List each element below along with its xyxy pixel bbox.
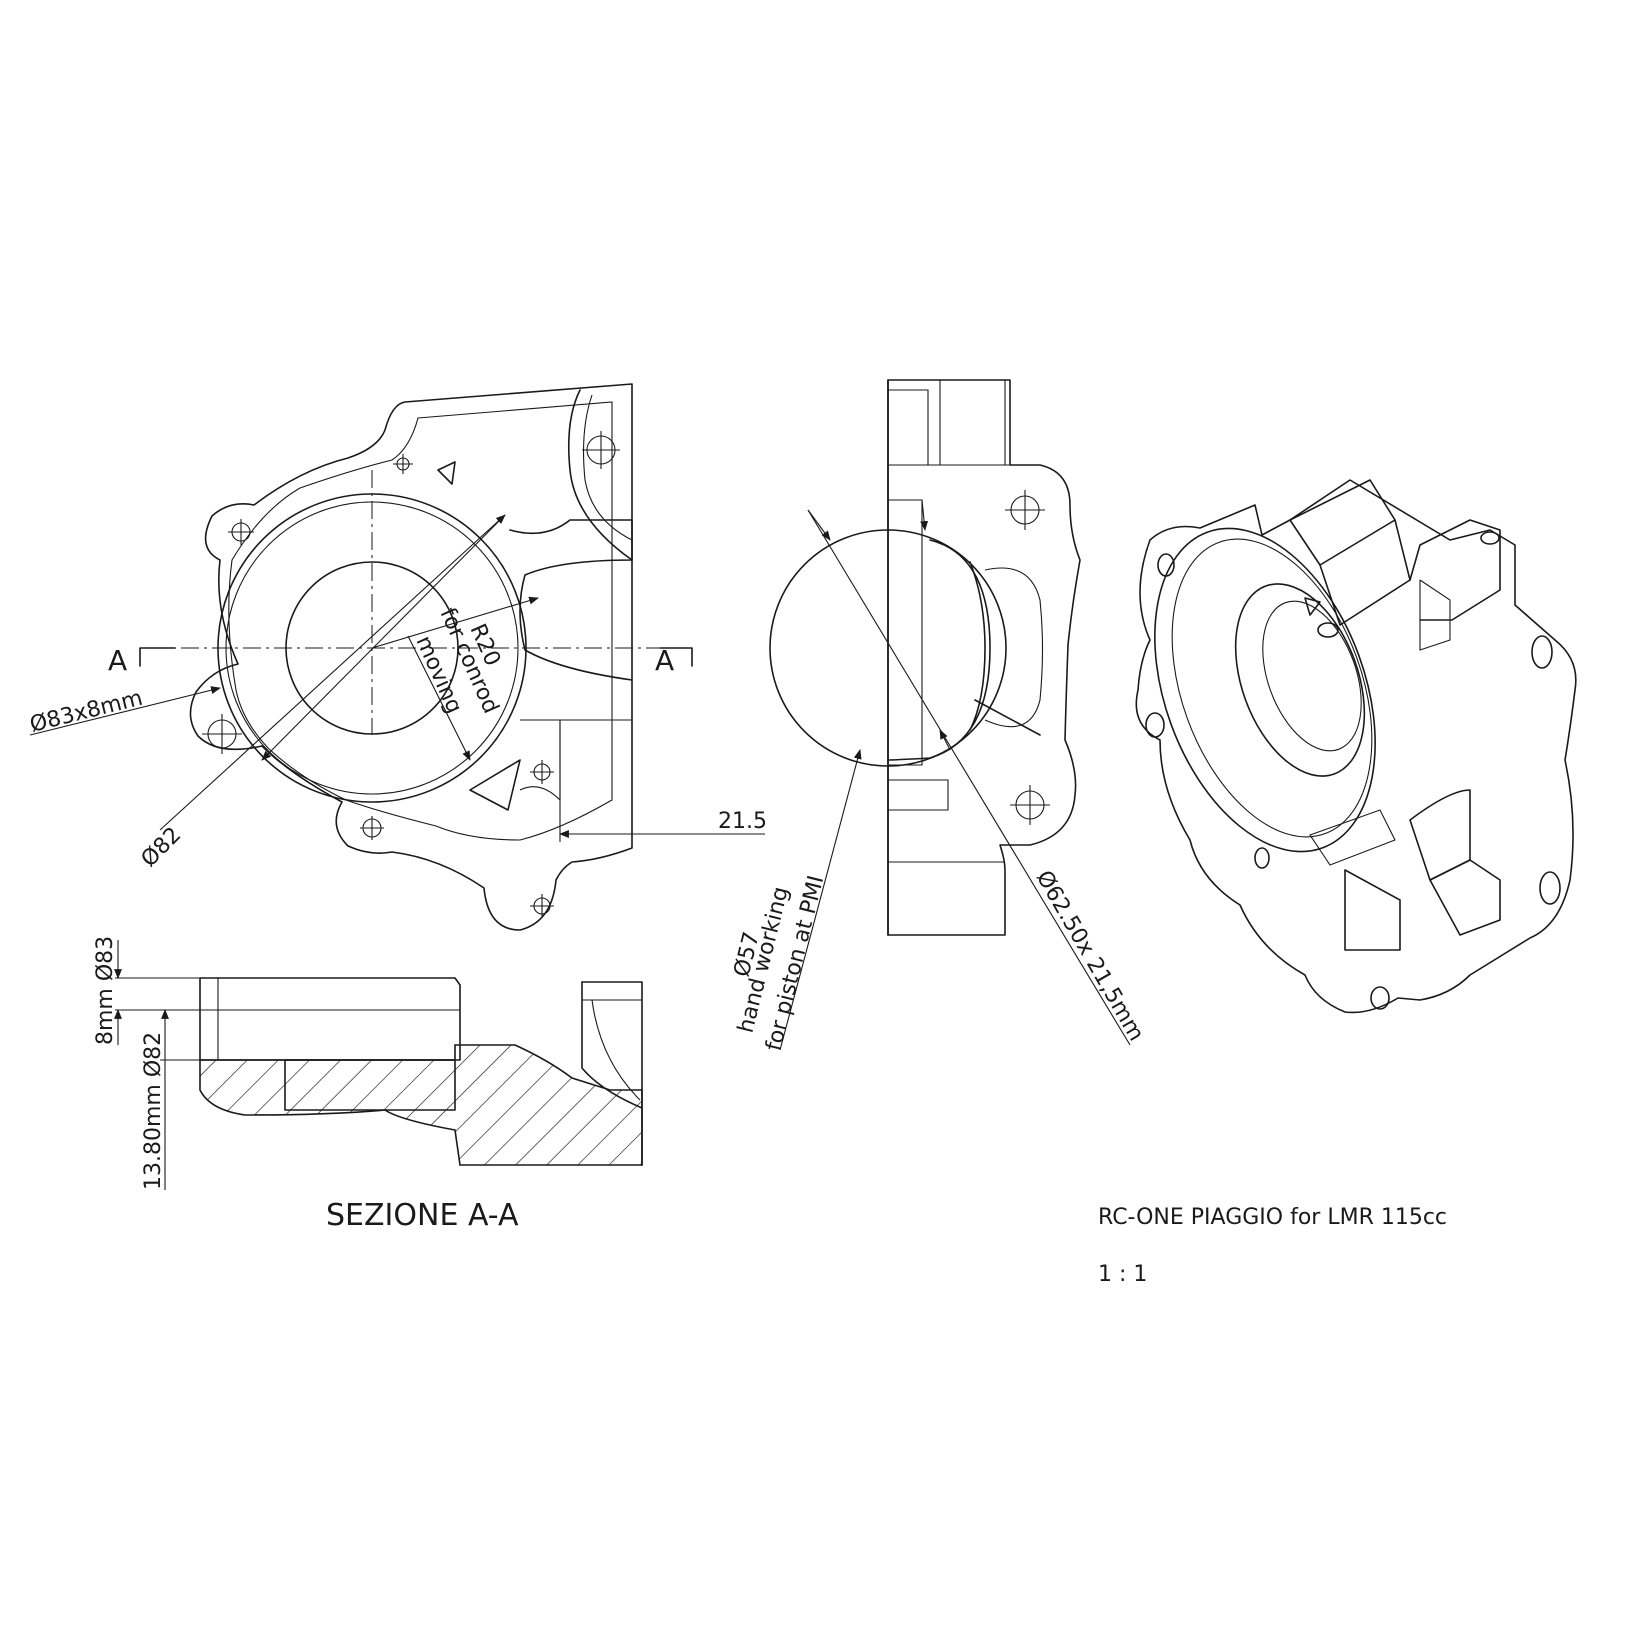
dim-dia-83x8: Ø83x8mm <box>27 686 145 738</box>
isometric-view <box>1135 479 1577 1014</box>
section-dim-dia-82: 13.80mm Ø82 <box>141 1032 166 1190</box>
section-dim-dia-83: 8mm Ø83 <box>93 936 118 1045</box>
section-a-a <box>114 940 643 1190</box>
dim-dia-62-5: Ø62.50x 21,5mm <box>1031 867 1149 1046</box>
section-title: SEZIONE A-A <box>326 1198 519 1233</box>
part-name: RC-ONE PIAGGIO for LMR 115cc <box>1098 1205 1448 1230</box>
section-mark-right: A <box>655 644 674 677</box>
dim-dia-82: Ø82 <box>137 823 187 873</box>
section-mark-left: A <box>108 644 127 677</box>
bolt-holes-front <box>202 431 620 918</box>
dim-depth-21-5: 21.5 <box>718 809 767 834</box>
side-view <box>769 379 1131 1051</box>
front-view <box>29 383 765 931</box>
drawing-scale: 1 : 1 <box>1098 1262 1148 1287</box>
